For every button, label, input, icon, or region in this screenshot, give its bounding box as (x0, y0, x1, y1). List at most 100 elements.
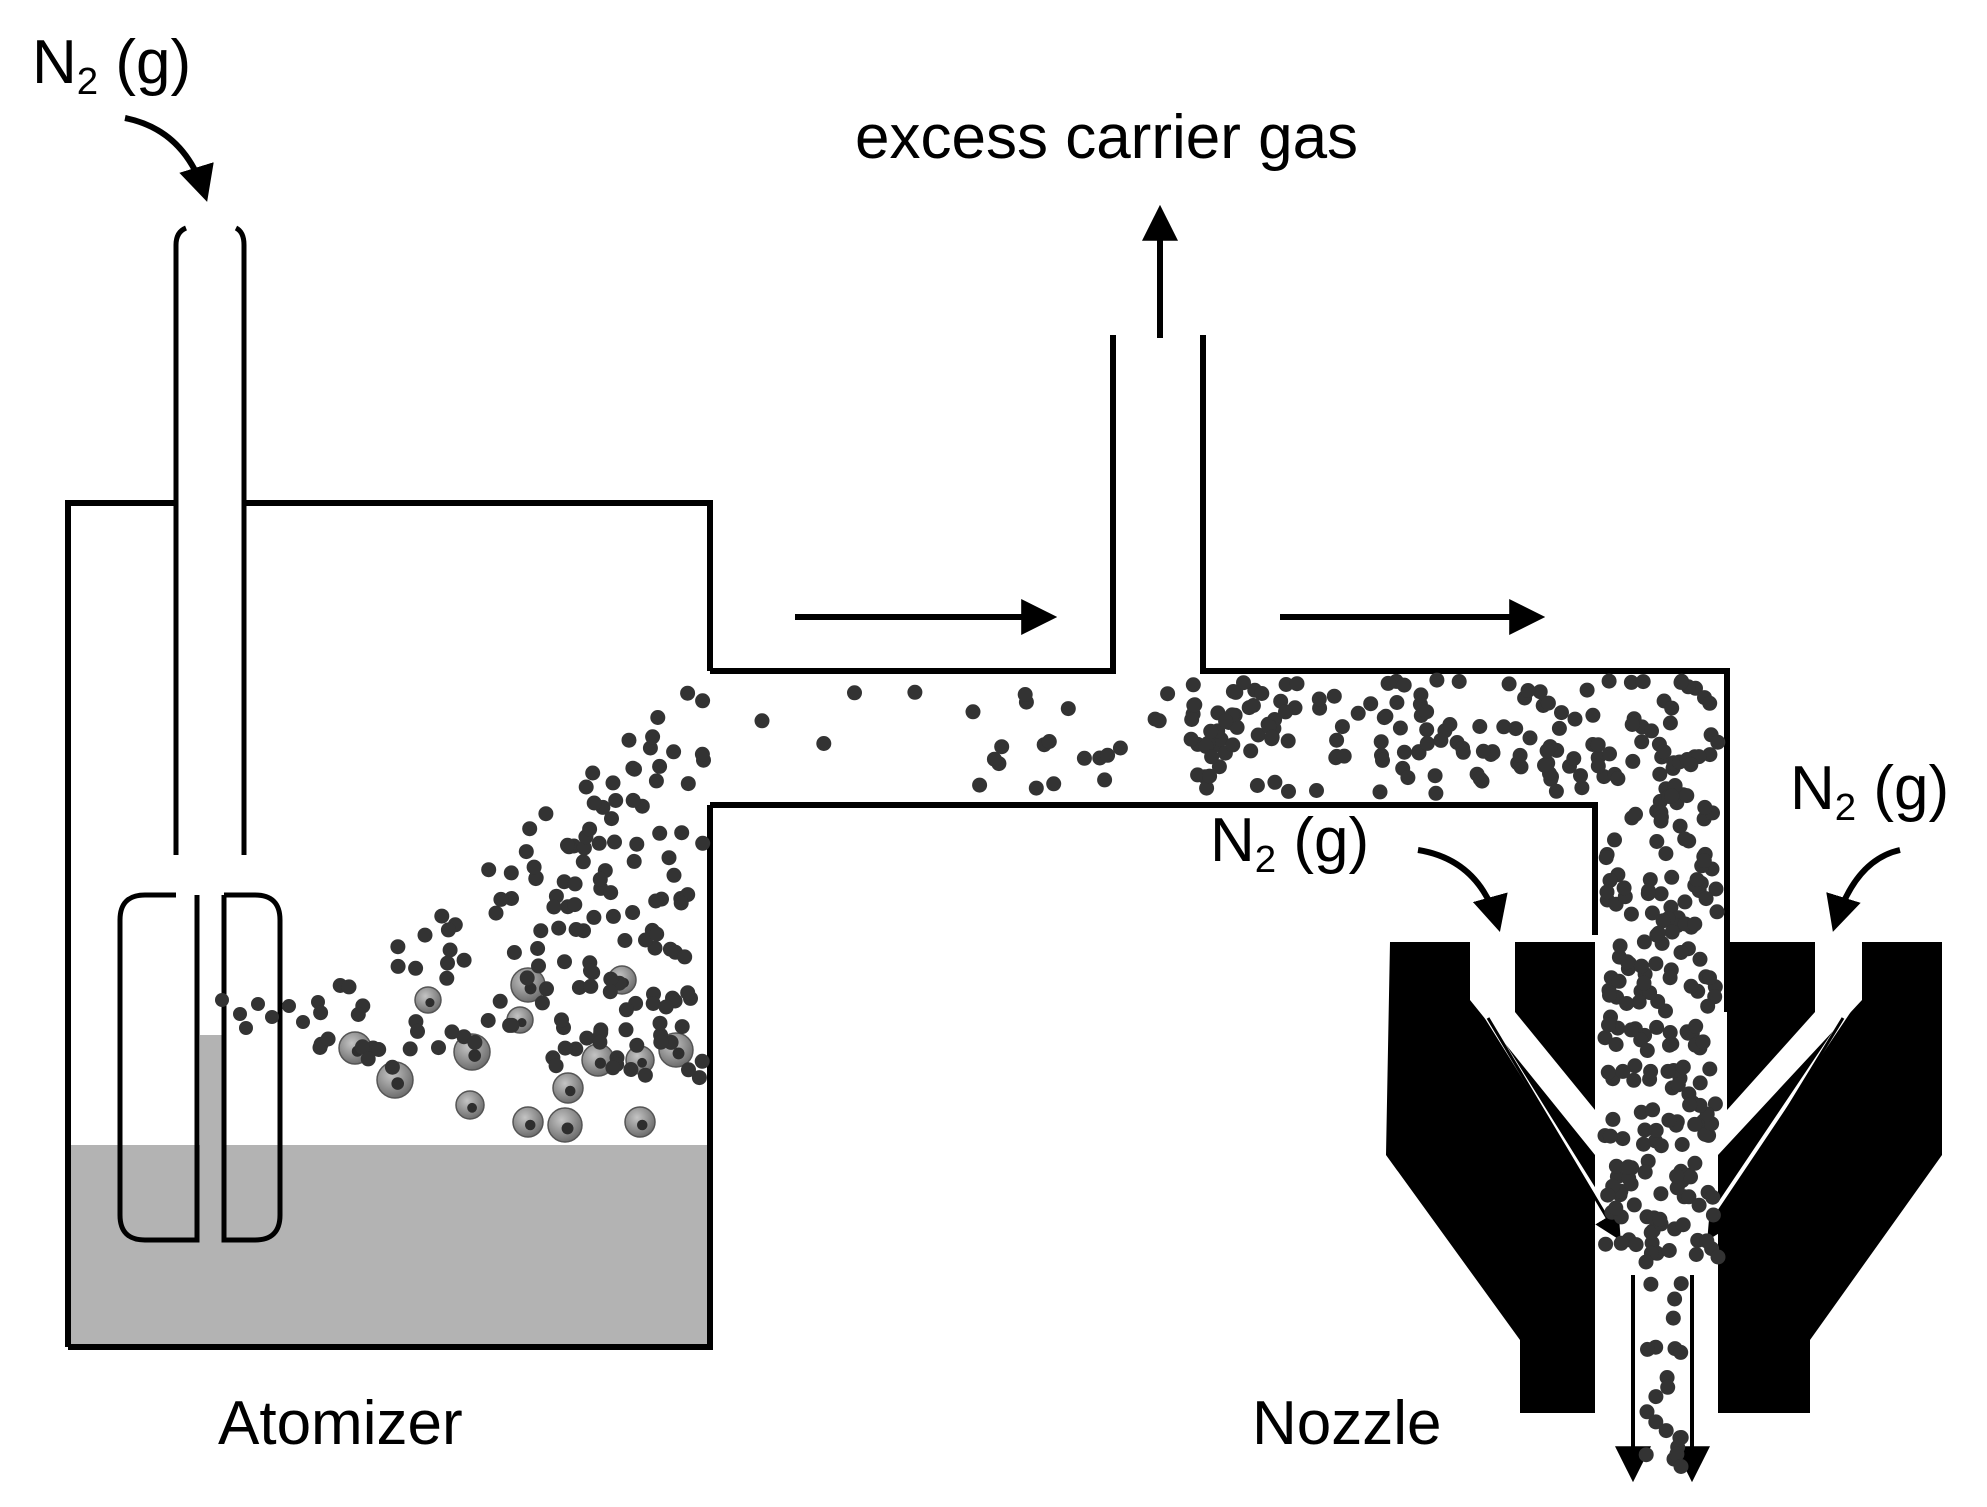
sheath-arrow-left (1486, 1017, 1621, 1241)
particle (1183, 731, 1199, 747)
particle (1620, 1159, 1636, 1175)
particle (1611, 973, 1627, 989)
particle (384, 1059, 400, 1075)
liquid-reservoir (68, 1145, 710, 1345)
particle (1329, 732, 1345, 748)
particle (1649, 834, 1665, 849)
particle (1496, 719, 1512, 735)
nozzle-outlet (1615, 1275, 1710, 1483)
particle (408, 960, 424, 976)
particle (1695, 1034, 1711, 1050)
nozzle-body (1386, 942, 1942, 1413)
particle (1597, 1030, 1613, 1046)
particle (1615, 1063, 1631, 1079)
particle (434, 908, 450, 924)
particle (1311, 691, 1327, 707)
particle (390, 958, 406, 974)
particle (1653, 1186, 1669, 1202)
particle (1688, 1247, 1704, 1262)
particle (1204, 749, 1220, 765)
particle (1380, 675, 1396, 691)
particle (1636, 1136, 1651, 1152)
particle (1640, 1341, 1655, 1357)
particle (1669, 1180, 1685, 1196)
atomizer-jet-particles (215, 993, 325, 1035)
particle (1363, 696, 1379, 712)
particle (662, 941, 678, 957)
particle (1639, 1404, 1655, 1420)
particle (1687, 1116, 1703, 1132)
particle (1245, 698, 1261, 713)
particle (1631, 994, 1647, 1010)
particle (341, 979, 357, 995)
particle (1203, 723, 1219, 739)
particle (1641, 883, 1656, 899)
particle (1705, 1207, 1721, 1223)
particle (1689, 872, 1705, 888)
particle (1672, 818, 1688, 834)
droplet-core (524, 982, 537, 995)
particle (1696, 853, 1712, 869)
particle (538, 806, 554, 822)
particle (1602, 987, 1617, 1003)
particle (1236, 675, 1251, 691)
particle (1664, 869, 1680, 885)
particle (1623, 674, 1639, 690)
particle (1651, 925, 1666, 941)
particle (1184, 712, 1200, 727)
particle (583, 978, 599, 994)
particle (1336, 748, 1352, 764)
particle (1281, 783, 1296, 799)
particle (313, 1005, 329, 1021)
particle (1669, 1168, 1685, 1184)
particle (1658, 846, 1674, 862)
particle (1567, 711, 1583, 727)
nozzle-right-inner (1727, 942, 1815, 1110)
particle (1160, 686, 1176, 702)
particle (1623, 1022, 1639, 1038)
particle (1605, 1111, 1621, 1127)
particle (1649, 1019, 1665, 1035)
particle (623, 1062, 639, 1077)
particle (1681, 1086, 1697, 1102)
particle (440, 955, 455, 971)
particle (467, 1034, 483, 1050)
particle (1642, 872, 1658, 888)
flow-arrows (795, 204, 1546, 635)
particle (1702, 695, 1718, 711)
particle (621, 732, 637, 748)
droplet-core (391, 1077, 405, 1090)
particle (1707, 1096, 1723, 1112)
particle (965, 704, 981, 720)
particle (1688, 1018, 1704, 1034)
particle (1652, 766, 1668, 782)
particle (1648, 956, 1664, 972)
particle (1677, 831, 1693, 847)
nozzle-right-outer (1718, 942, 1942, 1413)
particle (582, 821, 598, 837)
inlet-tube-right-wall (234, 225, 247, 855)
particle (1675, 1217, 1691, 1233)
particle (677, 949, 693, 965)
particle (1679, 788, 1695, 804)
atomizer-label: Atomizer (218, 1389, 463, 1458)
particle (666, 867, 682, 883)
particle (1621, 1170, 1637, 1186)
particle (1429, 672, 1445, 688)
particle (653, 1034, 669, 1050)
particle (648, 773, 664, 789)
particle (1602, 746, 1617, 762)
particle (994, 739, 1010, 755)
particle (1419, 704, 1435, 720)
particle (1638, 1447, 1654, 1463)
particle (1225, 684, 1241, 699)
n2-sheath-left-label: N2 (g) (1210, 806, 1370, 881)
particle (1645, 1102, 1661, 1118)
particle (1600, 1187, 1616, 1203)
particle (1608, 1037, 1624, 1052)
particle (1669, 1446, 1685, 1462)
atomizer-vessel (65, 500, 713, 1350)
particle (539, 981, 554, 997)
particle (1673, 674, 1689, 690)
